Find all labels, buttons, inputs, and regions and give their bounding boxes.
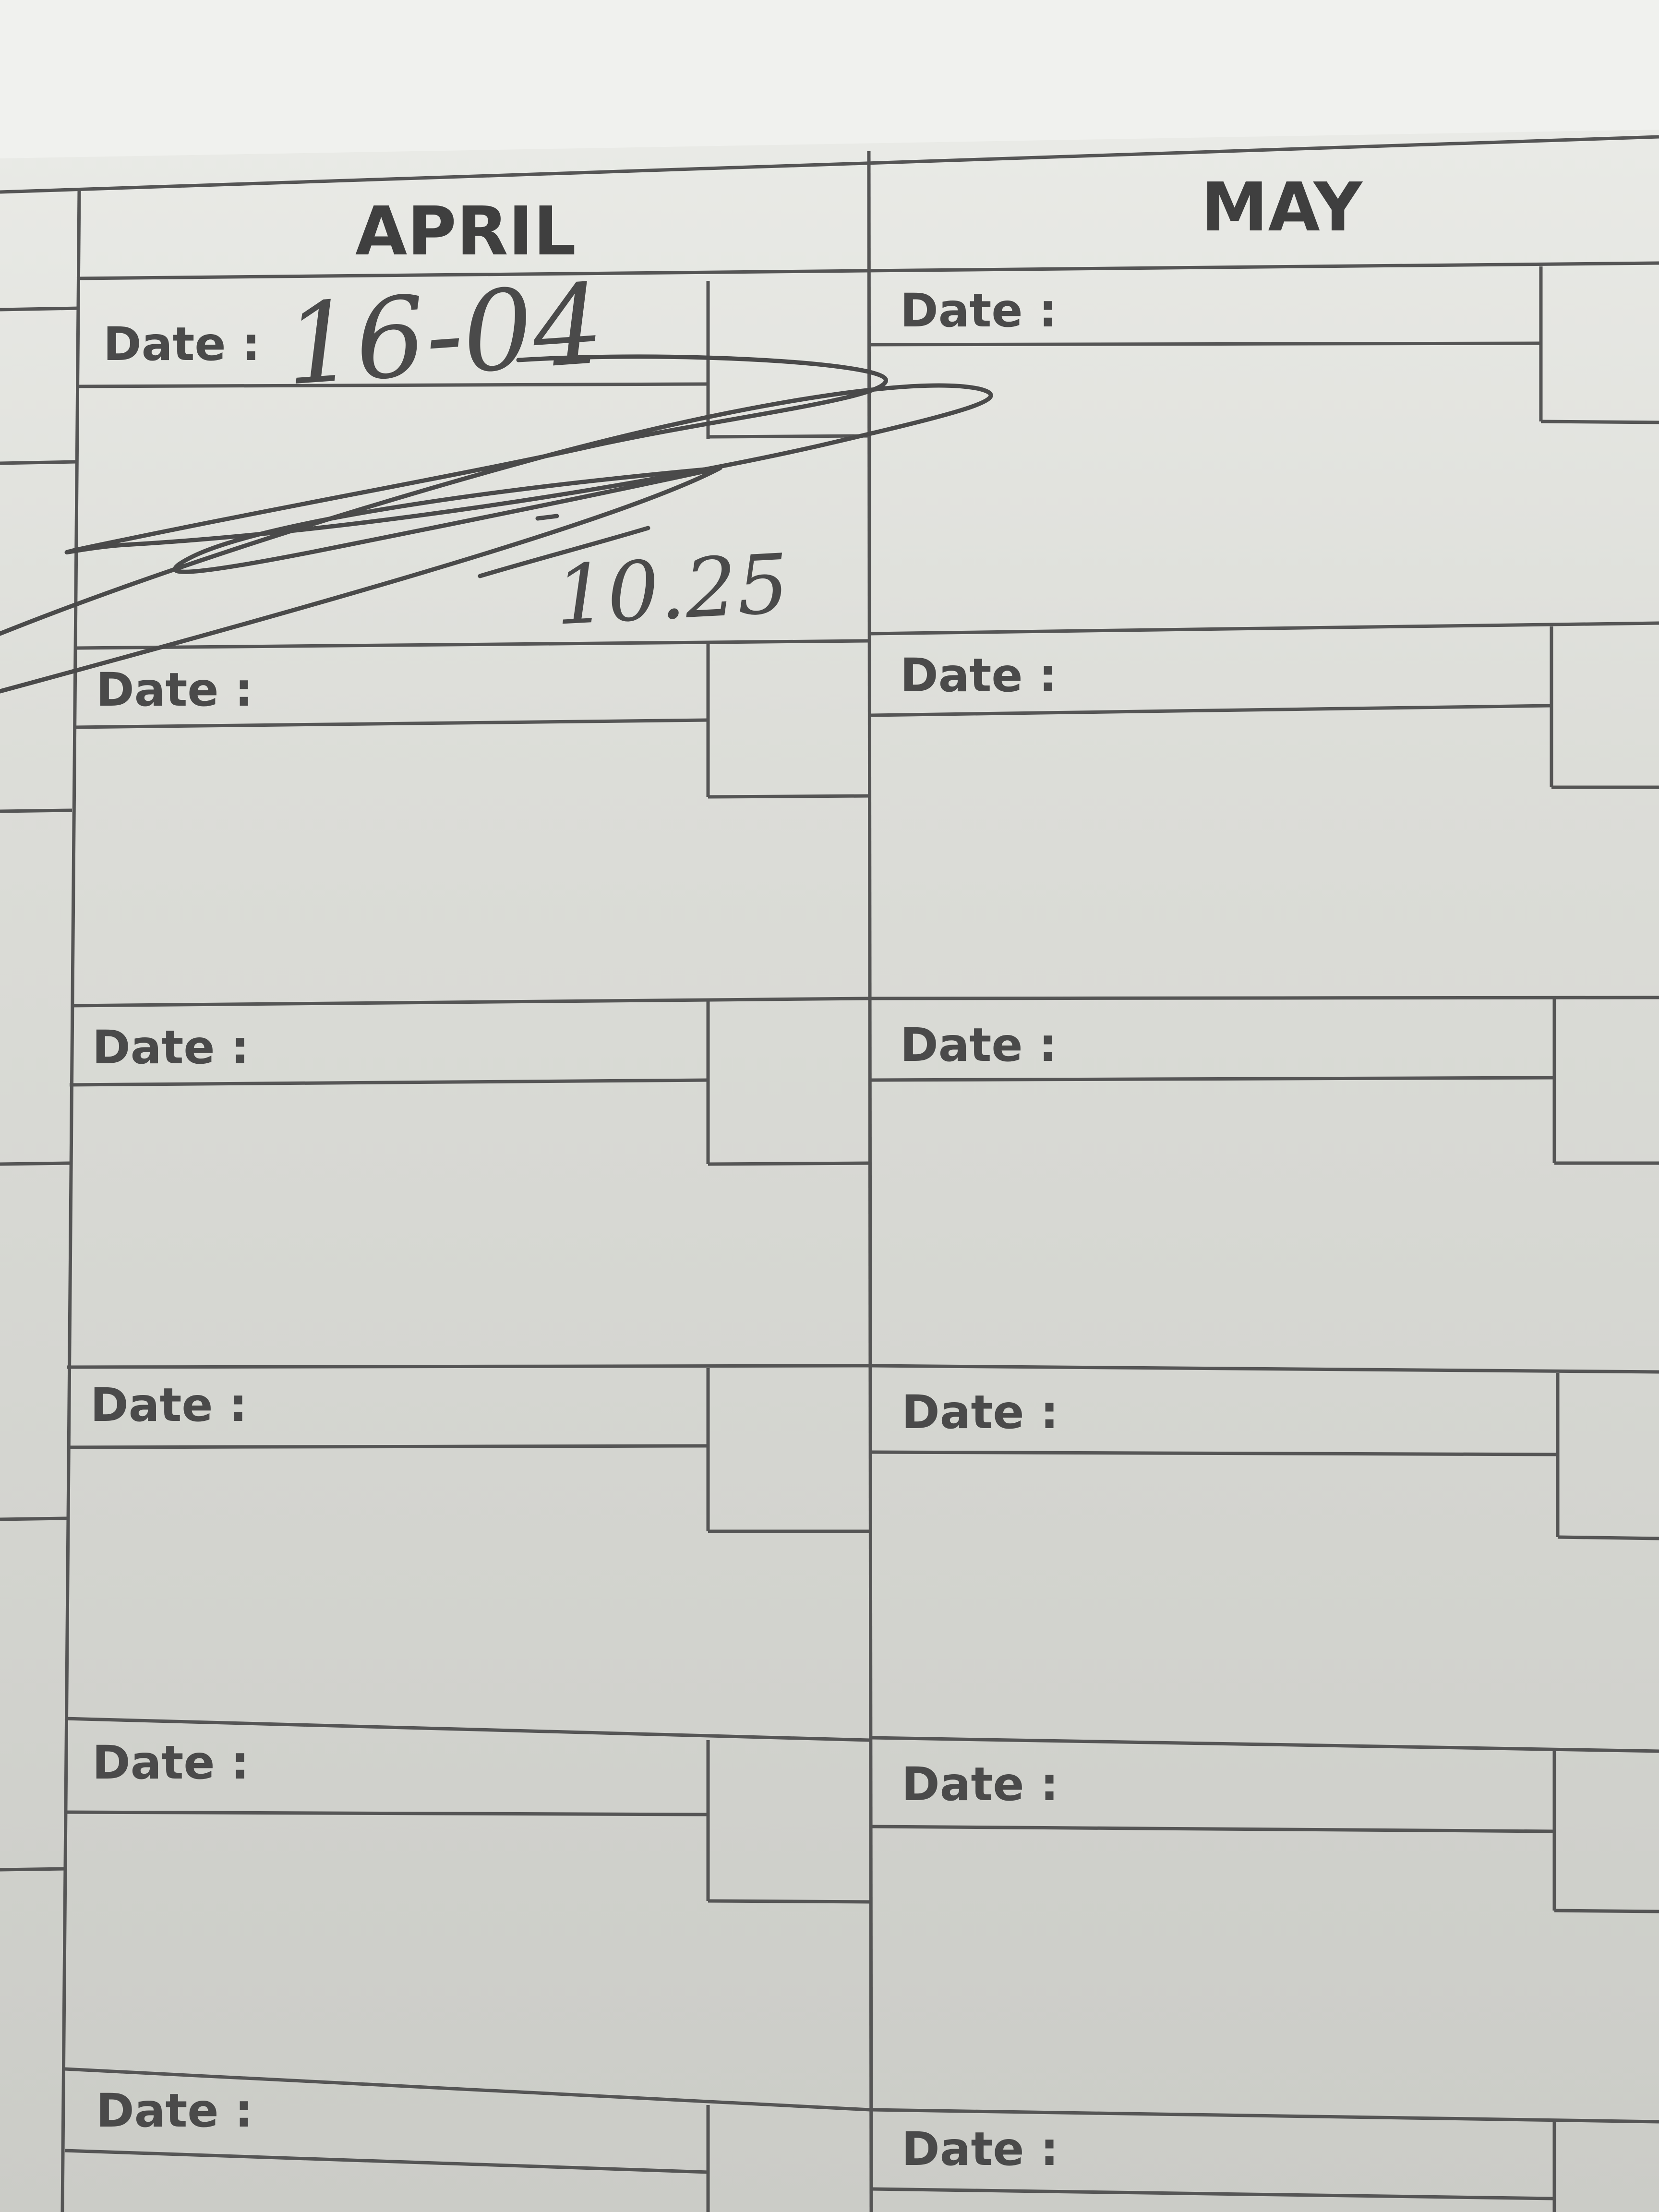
signature-scribble	[0, 354, 993, 694]
paper-top-margin	[0, 0, 1659, 158]
april-date-label-1: Date :	[103, 317, 260, 371]
handwritten-note: 10.25	[553, 537, 791, 644]
may-date-label-4: Date :	[902, 1385, 1058, 1439]
may-date-label-2: Date :	[900, 649, 1057, 702]
handwritten-date: 16-04	[281, 260, 607, 410]
month-title-may: MAY	[1201, 168, 1363, 247]
column-divider-middle	[867, 151, 873, 2212]
month-title-april: APRIL	[355, 192, 576, 271]
april-date-label-3: Date :	[92, 1021, 249, 1074]
may-date-label-5: Date :	[902, 1757, 1058, 1811]
april-date-label-5: Date :	[92, 1736, 249, 1790]
april-date-label-4: Date :	[90, 1378, 247, 1432]
may-date-label-6: Date :	[902, 2122, 1058, 2176]
may-date-label-3: Date :	[900, 1018, 1057, 1072]
april-date-label-2: Date :	[96, 663, 253, 717]
column-divider-left	[60, 189, 81, 2212]
may-date-label-1: Date :	[900, 284, 1057, 337]
april-date-label-6: Date :	[96, 2084, 253, 2138]
planner-grid	[0, 135, 1659, 2212]
